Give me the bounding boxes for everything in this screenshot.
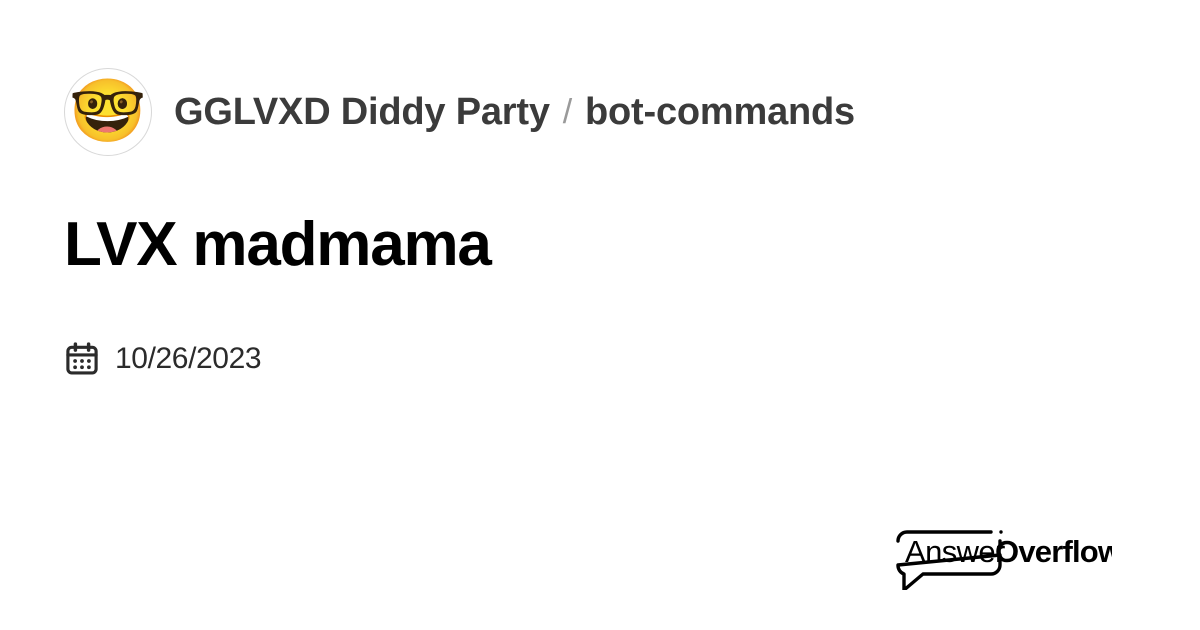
avatar: 🤓: [64, 68, 152, 156]
nerd-face-icon: 🤓: [69, 77, 147, 146]
breadcrumb-text: GGLVXD Diddy Party / bot-commands: [174, 91, 855, 134]
answer-overflow-logo: Answer Overflow: [888, 518, 1112, 590]
thread-date: 10/26/2023: [64, 279, 1136, 377]
date-label: 10/26/2023: [115, 341, 262, 375]
breadcrumb-server-name[interactable]: GGLVXD Diddy Party: [174, 90, 550, 133]
page-title: LVX madmama: [64, 210, 492, 279]
breadcrumb-separator: /: [562, 92, 573, 131]
breadcrumb: 🤓 GGLVXD Diddy Party / bot-commands: [64, 66, 1136, 158]
logo-text-answer: Answer: [905, 534, 1005, 569]
logo-text-overflow: Overflow: [995, 534, 1112, 569]
breadcrumb-channel-name[interactable]: bot-commands: [585, 90, 855, 133]
calendar-icon: [64, 341, 100, 377]
